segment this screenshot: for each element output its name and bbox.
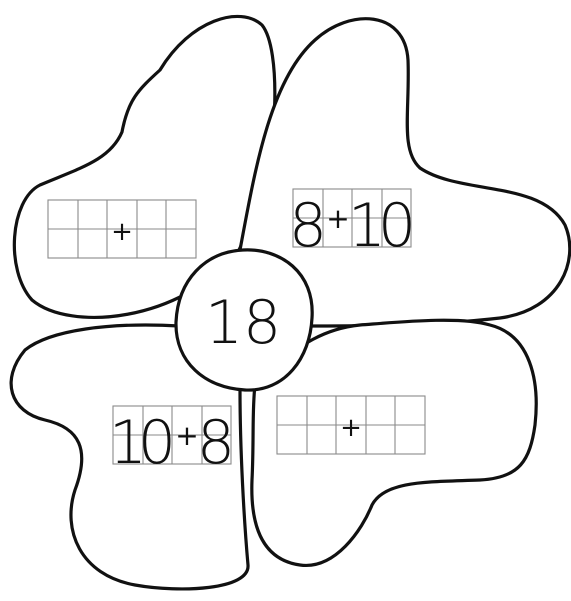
grid-cell-top-left-3: +	[111, 217, 133, 247]
grid-cell-bottom-right-3: +	[340, 413, 362, 443]
grid-cell-top-right-1: 8	[289, 191, 327, 261]
center-number: 18	[205, 288, 281, 358]
grid-cell-bottom-left-3: +	[175, 419, 198, 452]
grid-cell-top-right-2: +	[326, 202, 349, 235]
grid-top-right: 8 + 1 0	[289, 189, 416, 261]
grid-cell-bottom-left-2: 0	[138, 408, 176, 478]
grid-cell-bottom-left-4: 8	[197, 408, 235, 478]
grid-bottom-left: 1 0 + 8	[109, 406, 235, 478]
grid-cell-top-right-4: 0	[378, 191, 416, 261]
